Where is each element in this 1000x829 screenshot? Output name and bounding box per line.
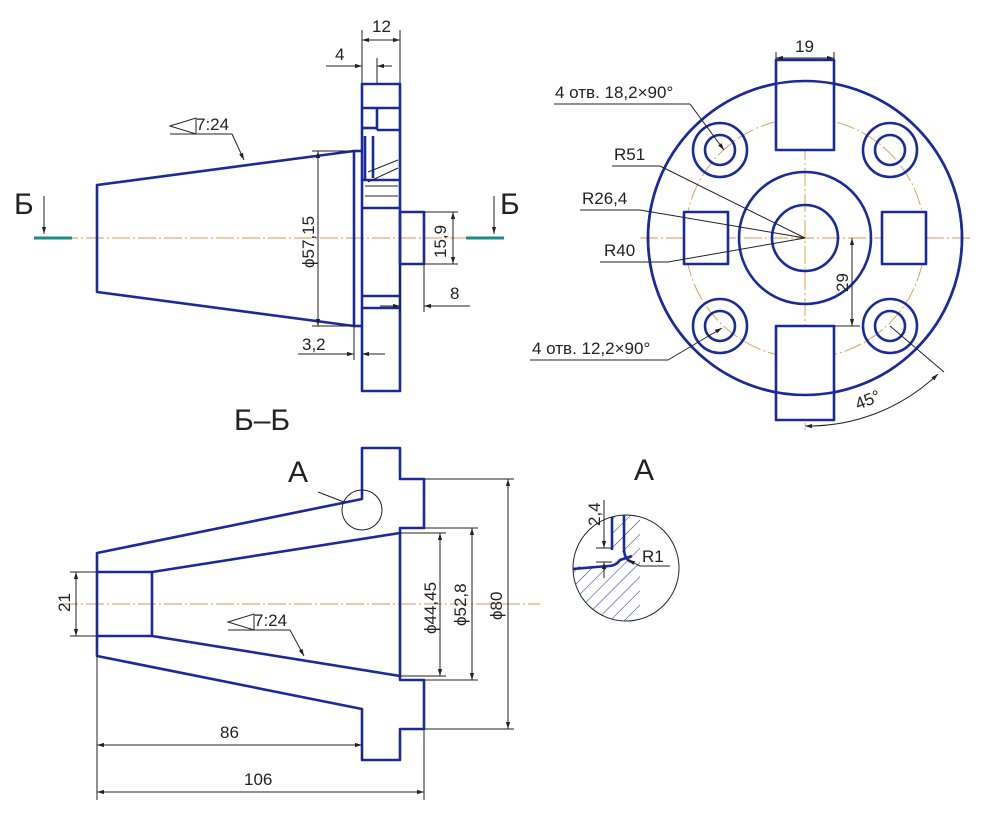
dim-4-label: 4	[335, 45, 344, 64]
taper-symbol	[168, 117, 197, 135]
hole-inner	[703, 133, 737, 167]
side-view: 12 4 7:24 ϕ57,15 15,9 8 3,2 Б Б	[14, 17, 520, 393]
r26-leader	[639, 209, 806, 239]
dim-8-label: 8	[450, 284, 459, 303]
detail-callout-leader	[317, 491, 345, 503]
dim-106-label: 106	[244, 770, 272, 789]
taper-leader	[231, 133, 245, 161]
dim-d52-label: ϕ52,8	[451, 583, 470, 626]
holes-top-label: 4 отв. 18,2×90°	[555, 83, 673, 102]
r1-label: R1	[642, 547, 664, 566]
angle-45-arc	[804, 373, 939, 429]
taper-label-2: 7:24	[254, 611, 287, 630]
hole	[691, 121, 749, 179]
section-wall-bottom	[95, 634, 426, 762]
detail-circle	[572, 514, 680, 622]
dim-d57-label: ϕ57,15	[299, 216, 318, 268]
r51-leader	[659, 165, 806, 239]
r51-label: R51	[614, 145, 645, 164]
detail-view: А 2,4 R1	[572, 454, 680, 622]
hole-inner	[873, 309, 907, 343]
dim-d44-label: ϕ44,45	[421, 582, 440, 634]
holes-top-leader	[689, 103, 725, 151]
flange-hatch	[365, 159, 399, 197]
detail-callout-circle	[341, 489, 383, 531]
dim-15-9-label: 15,9	[431, 225, 450, 258]
top-slot	[774, 58, 836, 152]
dim-2-4-label: 2,4	[585, 502, 604, 526]
r1-leader	[627, 559, 641, 567]
bore-circle	[770, 203, 840, 273]
r40-leader	[667, 237, 806, 263]
taper-leader-2	[289, 629, 305, 657]
holes-bottom-leader	[667, 327, 723, 361]
section-view: Б–Б А 21 7:24 ϕ44,45 ϕ52,8 ϕ80	[55, 404, 540, 800]
dim-19-label: 19	[795, 37, 814, 56]
detail-edge	[573, 554, 633, 572]
left-key	[682, 210, 730, 266]
detail-callout-label: А	[288, 456, 308, 489]
dim-12-label: 12	[372, 17, 391, 36]
mounting-holes	[691, 121, 919, 355]
hole-inner	[873, 133, 907, 167]
hole-inner	[703, 309, 737, 343]
taper-label: 7:24	[196, 115, 229, 134]
dim-21-label: 21	[55, 593, 74, 612]
right-key	[880, 210, 928, 266]
dim-d80-label: ϕ80	[487, 592, 506, 620]
holes-bottom-label: 4 отв. 12,2×90°	[532, 339, 650, 358]
r40-label: R40	[604, 241, 635, 260]
detail-title: А	[634, 454, 654, 487]
hole	[861, 121, 919, 179]
hole	[861, 297, 919, 355]
taper-symbol-2	[226, 613, 255, 631]
r26-label: R26,4	[582, 189, 627, 208]
section-wall-top	[95, 446, 426, 574]
dim-3-2-label: 3,2	[302, 335, 326, 354]
dim-86-label: 86	[220, 723, 239, 742]
key-boss	[398, 210, 426, 266]
cut-left-label: Б	[14, 188, 34, 221]
angle-45-label: 45°	[852, 386, 883, 413]
dim-29-label: 29	[833, 273, 852, 292]
angle-ext-line	[889, 325, 945, 373]
bottom-slot	[774, 324, 836, 422]
section-title: Б–Б	[234, 404, 290, 437]
boss-circle	[737, 170, 873, 306]
front-view: 19 4 отв. 18,2×90° R51 R26,4 R40 29 4 от…	[530, 37, 970, 430]
cut-right-label: Б	[500, 188, 520, 221]
hole	[691, 297, 749, 355]
